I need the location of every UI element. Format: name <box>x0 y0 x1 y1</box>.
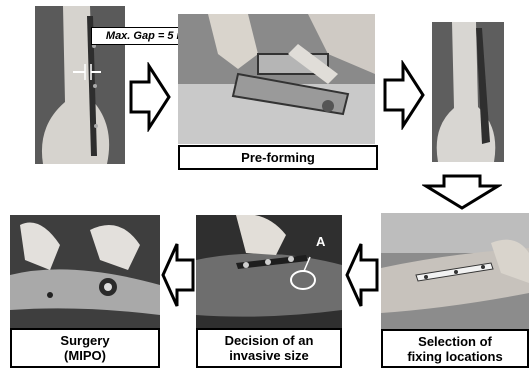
surgery-photo <box>10 215 160 328</box>
caption-decision-line2: invasive size <box>229 348 309 363</box>
caption-selection-line1: Selection of <box>418 334 492 349</box>
flow-arrow-left-1 <box>161 240 195 310</box>
marker-a-label: A <box>316 234 325 249</box>
caption-decision-line1: Decision of an <box>225 333 314 348</box>
caption-preforming: Pre-forming <box>178 145 378 170</box>
caption-surgery-line1: Surgery <box>60 333 109 348</box>
preforming-photo <box>178 14 375 144</box>
bone-model-photo-2 <box>432 22 504 162</box>
flow-arrow-down <box>422 174 502 210</box>
caption-selection: Selection of fixing locations <box>381 329 529 368</box>
flow-arrow-right-1 <box>129 62 171 132</box>
flow-arrow-right-2 <box>383 60 425 130</box>
hollow-arrow-icon <box>129 62 171 132</box>
flow-arrow-left-2 <box>345 240 379 310</box>
decision-photo <box>196 215 342 328</box>
caption-surgery-line2: (MIPO) <box>64 348 106 363</box>
caption-preforming-text: Pre-forming <box>241 150 315 165</box>
selection-photo <box>381 213 529 329</box>
caption-surgery: Surgery (MIPO) <box>10 328 160 368</box>
caption-selection-line2: fixing locations <box>407 349 502 364</box>
caption-decision: Decision of an invasive size <box>196 328 342 368</box>
